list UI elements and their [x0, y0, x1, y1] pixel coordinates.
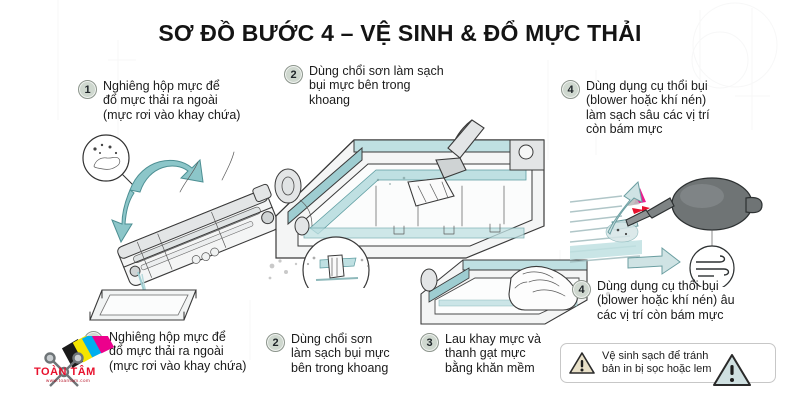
toner-dust-icon [82, 134, 137, 189]
callout-text: Dùng chổi sơn làm sạch bụi mực bên trong… [309, 64, 444, 107]
step-badge: 2 [266, 333, 285, 352]
callout-1-top-left[interactable]: 1 Nghiêng hộp mực để đổ mực thải ra ngoà… [78, 79, 268, 122]
page-title: SƠ ĐỒ BƯỚC 4 – VỆ SINH & ĐỔ MỰC THẢI [158, 20, 642, 46]
cmyk-swatch-icon [61, 336, 115, 369]
callout-text: Lau khay mực và thanh gạt mực bằng khăn … [445, 332, 541, 375]
brand-logo[interactable] [32, 336, 128, 396]
blower-dust-smudge [603, 288, 626, 306]
callout-4-middle-right[interactable]: 4 Dùng dụng cụ thổi bụi (blower hoặc khí… [572, 279, 782, 322]
step-badge: 4 [561, 80, 580, 99]
callout-text: Nghiêng hộp mực để đổ mực thải ra ngoài … [103, 79, 241, 122]
curved-arrow-down-icon [111, 158, 204, 244]
callout-1-bottom-left[interactable]: 1 Nghiêng hộp mực để đổ mực thải ra ngoà… [84, 330, 269, 373]
callout-3-bottom[interactable]: 3 Lau khay mực và thanh gạt mực bằng khă… [420, 332, 560, 375]
step-badge: 2 [284, 65, 303, 84]
step-badge: 4 [572, 280, 591, 299]
callout-text: Dùng dụng cụ thổi bụi (blower hoặc khí n… [586, 79, 710, 137]
illustration-air-blower [570, 177, 763, 287]
paint-brush-icon [407, 119, 485, 207]
waste-tray [89, 289, 197, 321]
crossed-tools-icon [44, 352, 84, 387]
callout-4-top-right[interactable]: 4 Dùng dụng cụ thổi bụi (blower hoặc khí… [561, 79, 776, 137]
callout-2-bottom[interactable]: 2 Dùng chổi sơn làm sạch bụi mực bên tro… [266, 332, 411, 375]
logo-subtext: www.toantam.com [46, 378, 91, 383]
illustration-wipe-with-cloth [420, 259, 588, 325]
callout-text: Dùng chổi sơn làm sạch bụi mực bên trong… [291, 332, 390, 375]
illustration-drum-unit-brush-clean [274, 119, 545, 288]
air-flow-icon [689, 245, 735, 287]
arrow-up-left-icon [607, 180, 643, 235]
toner-dust-smudge [268, 259, 298, 280]
warning-triangle-icon [569, 352, 595, 374]
brush-detail-icon [302, 236, 370, 288]
standalone-warning-triangle-icon [713, 354, 751, 386]
step-badge: 1 [78, 80, 97, 99]
callout-2-top-center[interactable]: 2 Dùng chổi sơn làm sạch bụi mực bên tro… [284, 64, 484, 107]
warning-text: Vệ sinh sạch để tránh bản in bị sọc hoặc… [602, 350, 712, 375]
air-blower-icon [625, 177, 763, 231]
callout-text: Nghiêng hộp mực để đổ mực thải ra ngoài … [109, 330, 247, 373]
logo-wordmark: TOÀN TÂM [34, 366, 96, 378]
callout-text: Dùng dụng cụ thổi bụi (blower hoặc khí n… [597, 279, 735, 322]
arrow-right-icon [627, 246, 681, 275]
step-badge: 3 [420, 333, 439, 352]
illustration-toner-cartridge-pour [82, 134, 279, 321]
